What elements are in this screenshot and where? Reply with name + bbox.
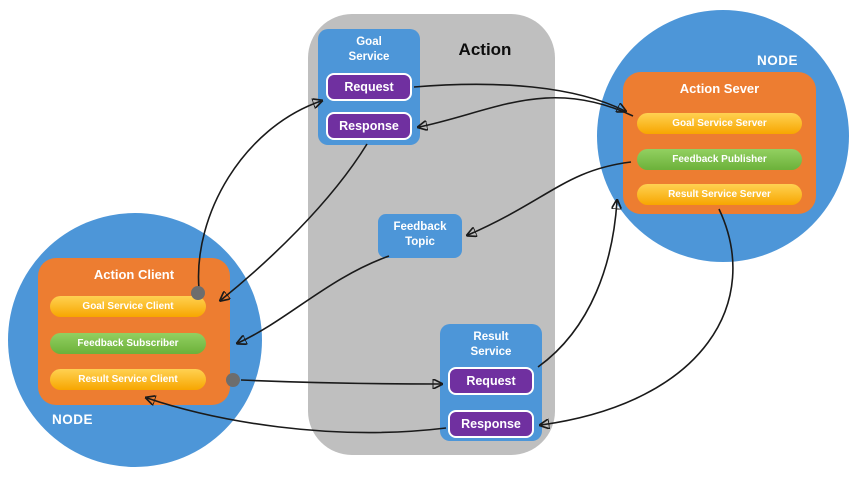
- feedback-topic-title-text: Feedback Topic: [393, 221, 447, 248]
- result-client-connection-dot: [226, 373, 240, 387]
- result-response-button: Response: [448, 410, 534, 438]
- result-service-title-text: Result Service: [470, 331, 512, 358]
- action-client-title: Action Client: [93, 267, 175, 282]
- goal-service-title-text: Goal Service: [348, 36, 390, 63]
- result-service-server-pill: Result Service Server: [637, 184, 802, 205]
- goal-service-server-pill: Goal Service Server: [637, 113, 802, 134]
- feedback-topic-title: Feedback Topic: [378, 214, 462, 250]
- result-request-button: Request: [448, 367, 534, 395]
- client-node-label: NODE: [52, 412, 94, 427]
- action-client-box: Action Client Goal Service Client Feedba…: [38, 258, 230, 405]
- feedback-publisher-pill: Feedback Publisher: [637, 149, 802, 170]
- result-service-title: Result Service: [440, 324, 542, 360]
- goal-response-button: Response: [326, 112, 412, 140]
- goal-service-client-pill: Goal Service Client: [50, 296, 206, 317]
- action-server-title: Action Sever: [679, 81, 760, 96]
- goal-service-title: Goal Service: [318, 29, 420, 65]
- action-server-box: Action Sever Goal Service Server Feedbac…: [623, 72, 816, 214]
- result-service-client-pill: Result Service Client: [50, 369, 206, 390]
- goal-request-button: Request: [326, 73, 412, 101]
- feedback-subscriber-pill: Feedback Subscriber: [50, 333, 206, 354]
- action-panel-title: Action: [458, 40, 512, 59]
- feedback-topic-box: Feedback Topic: [378, 214, 462, 258]
- server-node-label: NODE: [757, 53, 799, 68]
- goal-client-connection-dot: [191, 286, 205, 300]
